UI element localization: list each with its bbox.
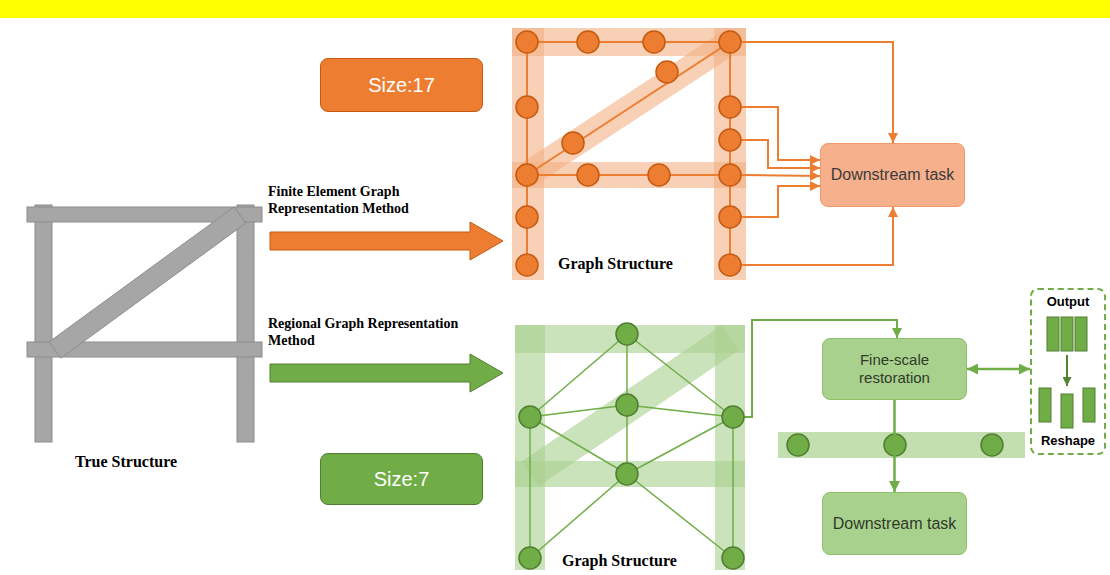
graph-node xyxy=(516,164,538,186)
graph-node xyxy=(722,547,744,569)
column xyxy=(237,205,254,442)
feature-arrow xyxy=(741,186,820,217)
graph-edge xyxy=(530,334,627,417)
graph-node xyxy=(719,96,741,118)
graph-edge xyxy=(530,405,627,417)
graph-node xyxy=(562,132,584,154)
graph-node xyxy=(719,129,741,151)
reshape-panel: OutputReshape xyxy=(1030,288,1106,455)
graph-node xyxy=(577,164,599,186)
top-bar xyxy=(0,0,1110,18)
node-text: Size:7 xyxy=(374,467,430,491)
graph-node xyxy=(719,206,741,228)
reshape-bar xyxy=(1083,388,1095,422)
graph-node xyxy=(516,31,538,53)
method-arrow xyxy=(270,354,503,392)
structure-caption: True Structure xyxy=(75,452,225,471)
graph-node xyxy=(516,96,538,118)
region-band xyxy=(515,325,545,570)
graph-edge xyxy=(732,417,734,558)
feature-arrow xyxy=(741,175,820,176)
reshape-bar xyxy=(1061,394,1073,428)
graph-node xyxy=(719,254,741,276)
graph-node xyxy=(616,463,638,485)
graph-edge xyxy=(627,405,733,417)
node-text: Reshape xyxy=(1041,433,1095,449)
graph-edge xyxy=(729,42,731,265)
brace xyxy=(49,207,246,358)
size-box: Size:17 xyxy=(320,58,483,112)
node-text: Downstream task xyxy=(833,514,957,533)
graph-edge xyxy=(627,334,733,417)
graph-node xyxy=(648,164,670,186)
graph-edge xyxy=(529,417,531,558)
graph-edge xyxy=(627,417,733,474)
flow-arrow xyxy=(967,368,1030,371)
graph-node xyxy=(519,547,541,569)
graph-node xyxy=(722,406,744,428)
output-bar xyxy=(1047,317,1059,351)
reshape-arrow xyxy=(1066,355,1068,386)
restoration-box: Fine-scale restoration xyxy=(822,338,967,400)
member-band xyxy=(714,28,746,280)
graph-edge xyxy=(627,474,733,558)
graph-edge xyxy=(527,41,730,43)
graph-node xyxy=(643,31,665,53)
graph-caption: Graph Structure xyxy=(558,254,708,273)
feature-arrow xyxy=(741,140,820,168)
graph-edge xyxy=(530,474,627,558)
graph-edge xyxy=(527,174,730,176)
method-arrow xyxy=(270,222,503,260)
graph-node xyxy=(577,31,599,53)
graph-node xyxy=(616,394,638,416)
graph-node xyxy=(719,164,741,186)
graph-edge xyxy=(530,417,627,474)
graph-node xyxy=(719,31,741,53)
feature-arrow xyxy=(741,207,893,265)
member-band xyxy=(520,31,737,186)
region-band xyxy=(522,326,739,487)
method-label: Finite Element Graph Representation Meth… xyxy=(268,184,493,218)
graph-edge xyxy=(527,42,730,175)
restored-band xyxy=(778,432,1025,458)
graph-node xyxy=(516,254,538,276)
graph-node xyxy=(656,61,678,83)
graph-node xyxy=(616,323,638,345)
output-bar xyxy=(1061,317,1073,351)
size-box: Size:7 xyxy=(320,453,483,505)
graph-caption: Graph Structure xyxy=(562,551,712,570)
graph-edge xyxy=(526,42,528,265)
feature-arrow xyxy=(741,107,820,160)
node-text: Output xyxy=(1047,294,1090,310)
method-label: Regional Graph Representation Method xyxy=(268,316,493,350)
node-text: Size:17 xyxy=(368,73,435,97)
task-box: Downstream task xyxy=(820,143,965,207)
node-text: Downstream task xyxy=(831,165,955,184)
fine-node xyxy=(981,434,1003,456)
graph-node xyxy=(519,406,541,428)
graph-node xyxy=(516,206,538,228)
flow-arrow xyxy=(893,400,896,492)
task-box: Downstream task xyxy=(822,492,967,555)
feature-arrow xyxy=(741,42,893,143)
node-text: Fine-scale restoration xyxy=(831,351,958,387)
reshape-bar xyxy=(1039,388,1051,422)
column xyxy=(35,205,52,442)
output-bar xyxy=(1075,317,1087,351)
fine-node xyxy=(787,434,809,456)
